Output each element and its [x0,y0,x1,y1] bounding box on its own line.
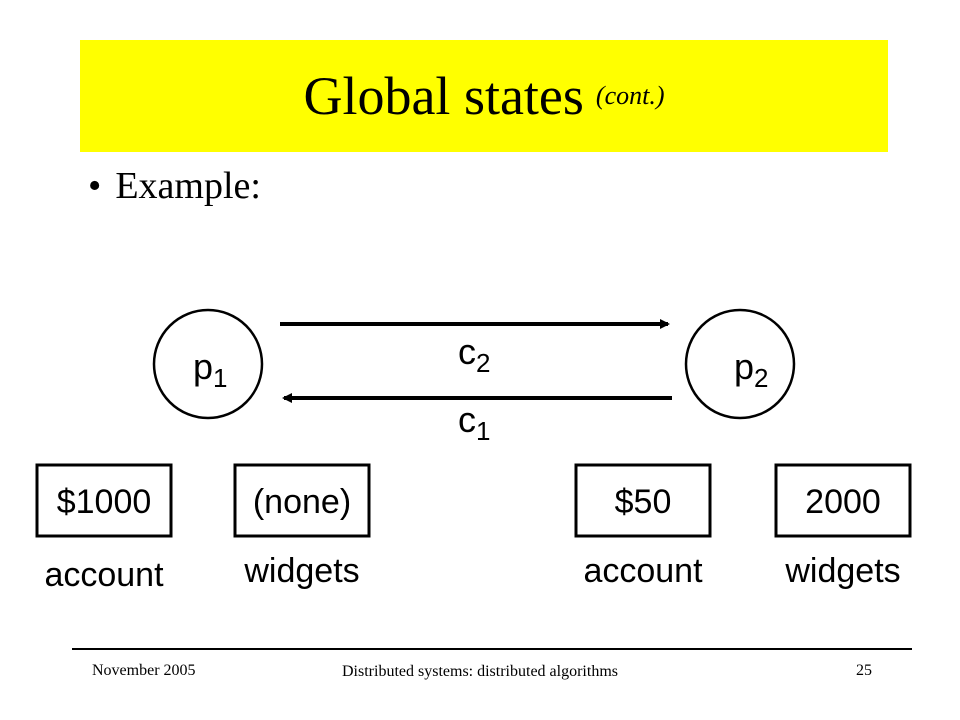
footer-page-number: 25 [856,662,872,679]
process-node-p2 [684,308,796,420]
slide-title: Global states [303,66,584,126]
footer-course: Distributed systems: distributed algorit… [342,663,618,680]
process-node-p1 [152,308,264,420]
state-value-widgets-p1: (none) [253,483,351,521]
footer-date: November 2005 [92,662,196,679]
channel-label-c1: c1 [458,399,490,446]
state-label-widgets-p2: widgets [784,552,900,590]
state-value-account-p1: $1000 [57,483,152,521]
title-bar: Global states (cont.) [80,40,888,152]
state-box-widgets-p2 [774,463,912,538]
bullet-dot: • [88,165,102,207]
state-label-widgets-p1: widgets [243,552,359,590]
state-label-account-p1: account [44,556,164,594]
state-box-account-p2 [574,463,712,538]
state-value-widgets-p2: 2000 [805,483,881,521]
slide-title-suffix: (cont.) [595,81,665,110]
state-label-account-p2: account [583,552,703,590]
state-box-widgets-p1 [233,463,371,538]
footer-divider [72,648,912,650]
bullet-text: Example: [115,165,261,207]
state-box-account-p1 [35,463,173,538]
process-label-p1: p1 [193,346,228,393]
bullet-item: • Example: [88,164,261,208]
channel-label-c2: c2 [458,331,490,378]
state-value-account-p2: $50 [615,483,672,521]
process-label-p2: p2 [734,346,769,393]
